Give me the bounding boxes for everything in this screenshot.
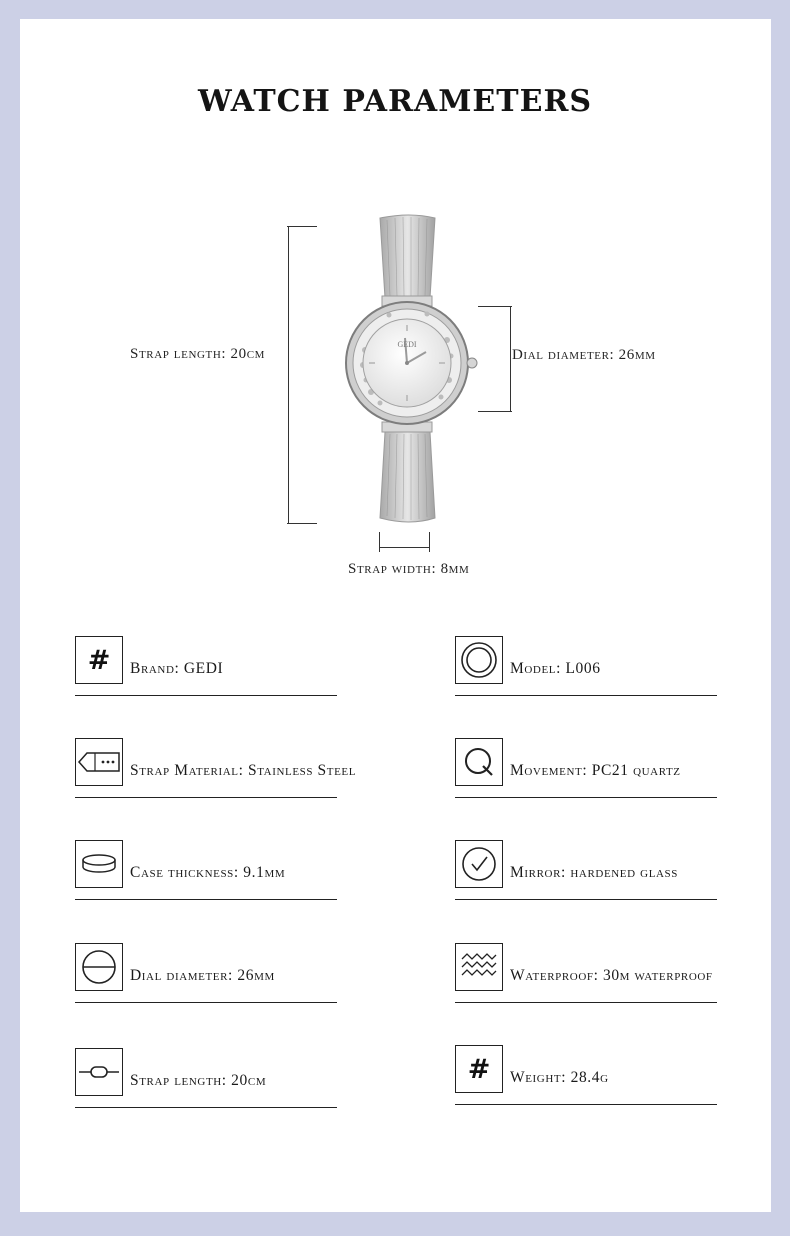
divider xyxy=(455,1104,717,1105)
divider xyxy=(455,899,717,900)
waves-icon xyxy=(455,943,503,991)
case-thickness-icon xyxy=(75,840,123,888)
dial-diameter-ruler xyxy=(510,306,511,412)
spec-weight: # Weight: 28.4g xyxy=(455,1045,785,1109)
ring-icon xyxy=(455,636,503,684)
divider xyxy=(455,695,717,696)
content-panel xyxy=(20,19,771,1212)
spec-label: Mirror: hardened glass xyxy=(510,864,678,881)
page-title: WATCH PARAMETERS xyxy=(197,84,593,119)
spec-label: Weight: 28.4g xyxy=(510,1069,609,1086)
spec-label: Dial diameter: 26mm xyxy=(130,967,275,984)
divider xyxy=(75,1107,337,1108)
dial-icon xyxy=(75,943,123,991)
strap-length-ruler xyxy=(288,226,289,523)
spec-waterproof: Waterproof: 30m waterproof xyxy=(455,943,785,1007)
spec-movement: Movement: PC21 quartz xyxy=(455,738,785,802)
spec-strap-length: Strap length: 20cm xyxy=(75,1048,405,1112)
quartz-icon xyxy=(455,738,503,786)
spec-case-thickness: Case thickness: 9.1mm xyxy=(75,840,405,904)
strap-length-label: Strap length: 20cm xyxy=(130,346,266,362)
spec-model: Model: L006 xyxy=(455,636,785,700)
spec-label: Strap length: 20cm xyxy=(130,1072,267,1089)
divider xyxy=(75,695,337,696)
strap-length-ruler-top xyxy=(287,226,317,227)
spec-label: Strap Material: Stainless Steel xyxy=(130,762,357,779)
clock-check-icon xyxy=(455,840,503,888)
spec-strap-material: Strap Material: Stainless Steel xyxy=(75,738,405,802)
divider xyxy=(455,1002,717,1003)
hash-icon: # xyxy=(455,1045,503,1093)
watch-image: GEDI xyxy=(335,210,485,550)
spec-label: Case thickness: 9.1mm xyxy=(130,864,286,881)
spec-label: Movement: PC21 quartz xyxy=(510,762,681,779)
spec-label: Brand: GEDI xyxy=(130,660,224,677)
strap-width-label: Strap width: 8mm xyxy=(348,561,470,577)
divider xyxy=(75,899,337,900)
hash-icon: # xyxy=(75,636,123,684)
watch-brand-mark: GEDI xyxy=(397,340,416,349)
dial-diameter-label: Dial diameter: 26mm xyxy=(512,347,656,363)
strap-icon xyxy=(75,1048,123,1096)
strap-width-ruler-right xyxy=(429,532,430,552)
strap-width-ruler-left xyxy=(379,532,380,552)
strap-length-ruler-bottom xyxy=(287,523,317,524)
dial-diameter-ruler-top xyxy=(478,306,512,307)
spec-label: Model: L006 xyxy=(510,660,601,677)
spec-mirror: Mirror: hardened glass xyxy=(455,840,785,904)
divider xyxy=(75,797,337,798)
spec-dial-diameter: Dial diameter: 26mm xyxy=(75,943,405,1007)
divider xyxy=(75,1002,337,1003)
spec-brand: # Brand: GEDI xyxy=(75,636,405,700)
dial-diameter-ruler-bottom xyxy=(478,411,512,412)
strap-buckle-icon xyxy=(75,738,123,786)
strap-width-ruler xyxy=(379,547,429,548)
divider xyxy=(455,797,717,798)
spec-label: Waterproof: 30m waterproof xyxy=(510,967,713,984)
